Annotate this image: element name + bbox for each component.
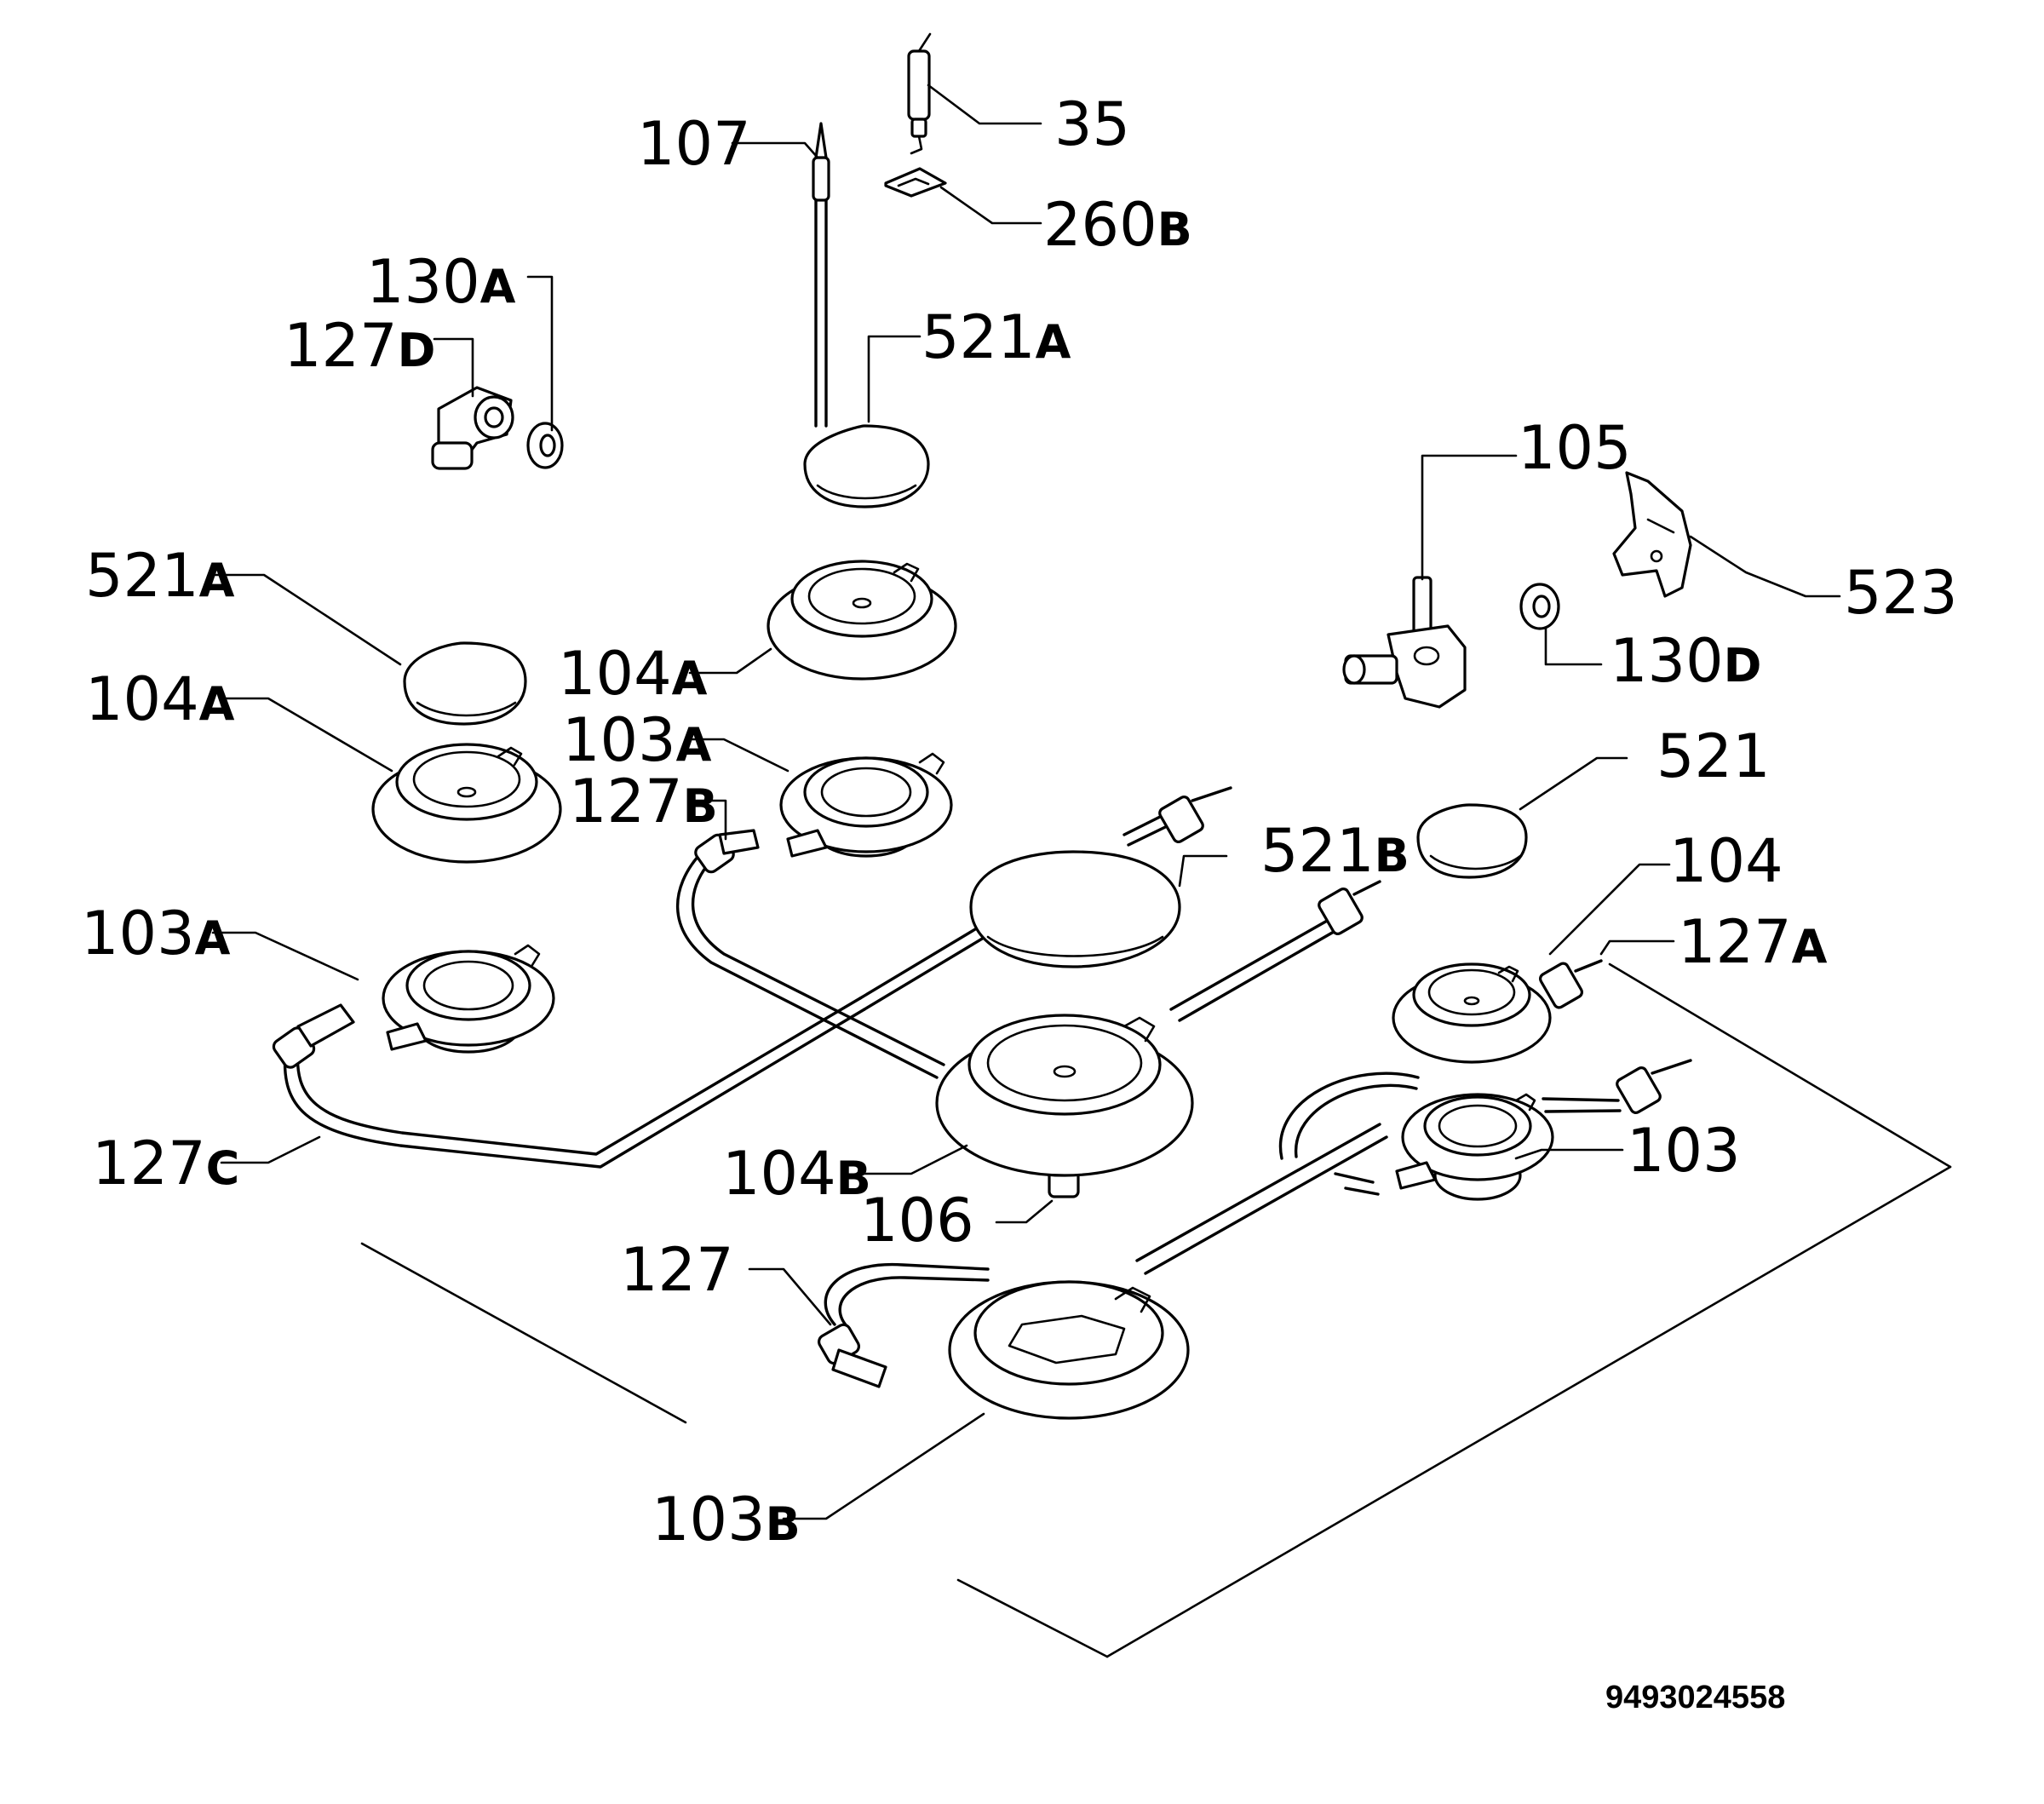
- label-106: 106: [860, 1186, 974, 1255]
- label-127A: 127A: [1678, 907, 1828, 977]
- leader-lines: [211, 83, 1841, 1520]
- burner-103A-upper: [779, 752, 953, 858]
- label-127: 127: [620, 1235, 734, 1305]
- burner-103: [1395, 1093, 1554, 1201]
- cap-521B: [969, 850, 1181, 968]
- label-521: 521: [1656, 721, 1771, 791]
- washer-130A: [526, 422, 564, 469]
- label-127D: 127D: [284, 311, 435, 381]
- label-523: 523: [1844, 558, 1958, 628]
- label-104A-top: 104A: [558, 639, 708, 709]
- label-105: 105: [1518, 413, 1632, 483]
- label-103A-lower: 103A: [81, 899, 231, 968]
- label-130A: 130A: [366, 247, 516, 317]
- burner-103A-lower: [382, 944, 555, 1054]
- gas-tap-105: [1342, 576, 1467, 709]
- label-103A-upper: 103A: [562, 705, 712, 775]
- thermocouple-107: [812, 122, 830, 428]
- label-107: 107: [637, 109, 751, 179]
- label-104B: 104B: [722, 1139, 871, 1209]
- label-260B: 260B: [1043, 190, 1192, 260]
- burner-103B: [948, 1280, 1190, 1420]
- gas-pipes: [283, 803, 1622, 1329]
- cap-521: [1416, 803, 1528, 879]
- label-521A-top: 521A: [922, 302, 1071, 372]
- cap-521A-left: [403, 641, 527, 726]
- ignition-electrode-35: [907, 32, 932, 155]
- part-labels: 107 35 260B 130A 127D 521A 105 523 521A …: [81, 89, 1958, 1554]
- burner-104: [1392, 962, 1552, 1064]
- clip-260B: [884, 167, 947, 198]
- label-104: 104: [1669, 826, 1783, 896]
- label-35: 35: [1054, 89, 1130, 159]
- label-104A-left: 104A: [85, 664, 235, 734]
- burner-104A-left: [371, 743, 562, 864]
- label-127B: 127B: [569, 767, 718, 836]
- bracket-523: [1612, 471, 1692, 598]
- label-103B: 103B: [652, 1485, 801, 1554]
- drawing-code: 9493024558: [1605, 1680, 1785, 1715]
- label-521A-left: 521A: [85, 541, 235, 611]
- label-521B: 521B: [1260, 816, 1410, 886]
- washer-130D: [1519, 583, 1560, 630]
- elbow-127D: [431, 386, 514, 470]
- cap-521A-top: [803, 424, 930, 508]
- burner-104B: [935, 1014, 1194, 1177]
- hob-outline: [360, 962, 1952, 1658]
- label-127C: 127C: [92, 1129, 239, 1198]
- label-103: 103: [1627, 1116, 1741, 1186]
- burner-104A-top: [766, 560, 957, 681]
- label-130D: 130D: [1610, 626, 1761, 696]
